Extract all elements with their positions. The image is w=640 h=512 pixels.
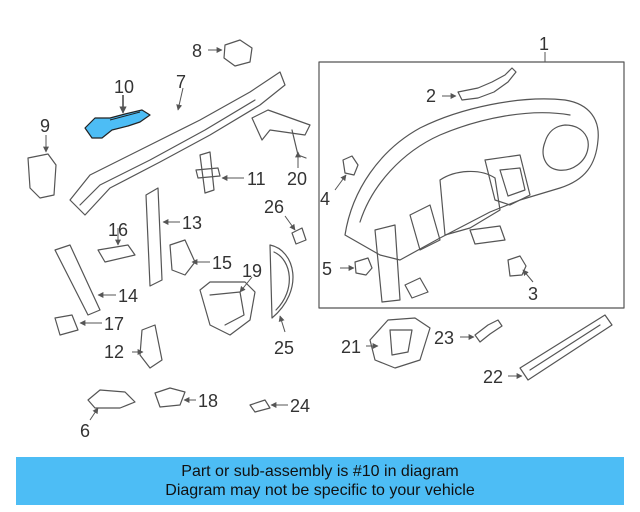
callout-11: 11 (247, 169, 266, 189)
dashboard-assembly-part-1: 1 (318, 34, 625, 309)
part-4: 4 (320, 155, 359, 209)
part-17: 17 (54, 314, 124, 336)
callout-2: 2 (426, 86, 436, 106)
callout-25: 25 (274, 338, 294, 358)
callout-9: 9 (40, 116, 50, 136)
callout-5: 5 (322, 259, 332, 279)
callout-13: 13 (182, 213, 202, 233)
part-8: 8 (192, 39, 253, 67)
callout-22: 22 (483, 367, 503, 387)
callout-24: 24 (290, 396, 310, 416)
banner-line-2: Diagram may not be specific to your vehi… (165, 482, 475, 499)
part-6: 6 (80, 389, 136, 441)
callout-8: 8 (192, 41, 202, 61)
part-10-highlighted: 10 (84, 77, 151, 139)
banner-line-1: Part or sub-assembly is #10 in diagram (181, 463, 459, 480)
part-20: 20 (251, 109, 311, 189)
part-12: 12 (104, 324, 163, 369)
part-3: 3 (507, 255, 538, 304)
info-banner: Part or sub-assembly is #10 in diagram D… (16, 457, 624, 505)
callout-14: 14 (118, 286, 138, 306)
callout-1: 1 (539, 34, 549, 54)
callout-7: 7 (176, 72, 186, 92)
callout-16: 16 (108, 220, 128, 240)
callout-3: 3 (528, 284, 538, 304)
callout-4: 4 (320, 189, 330, 209)
callout-10: 10 (114, 77, 134, 97)
part-26: 26 (264, 197, 307, 245)
part-25: 25 (269, 244, 294, 358)
callout-18: 18 (198, 391, 218, 411)
callout-12: 12 (104, 342, 124, 362)
part-9: 9 (27, 116, 57, 199)
parts-diagram: 1 2 3 4 5 6 (27, 34, 625, 441)
part-22: 22 (483, 314, 613, 387)
part-21: 21 (341, 317, 431, 369)
callout-21: 21 (341, 337, 361, 357)
highlighted-part-shape (84, 109, 151, 139)
part-13: 13 (145, 187, 202, 287)
part-5: 5 (322, 257, 373, 279)
part-7-cross-member: 7 (69, 71, 286, 216)
callout-20: 20 (287, 169, 307, 189)
part-2: 2 (426, 67, 517, 106)
callout-19: 19 (242, 261, 262, 281)
part-24: 24 (249, 396, 310, 416)
callout-6: 6 (80, 421, 90, 441)
part-11: 11 (195, 151, 266, 194)
part-18: 18 (154, 387, 218, 411)
part-16: 16 (97, 220, 136, 263)
callout-23: 23 (434, 328, 454, 348)
part-14: 14 (54, 244, 138, 316)
callout-15: 15 (212, 253, 232, 273)
callout-26: 26 (264, 197, 284, 217)
callout-17: 17 (104, 314, 124, 334)
part-23: 23 (434, 319, 503, 348)
part-19: 19 (199, 261, 262, 336)
part-15: 15 (169, 239, 232, 276)
